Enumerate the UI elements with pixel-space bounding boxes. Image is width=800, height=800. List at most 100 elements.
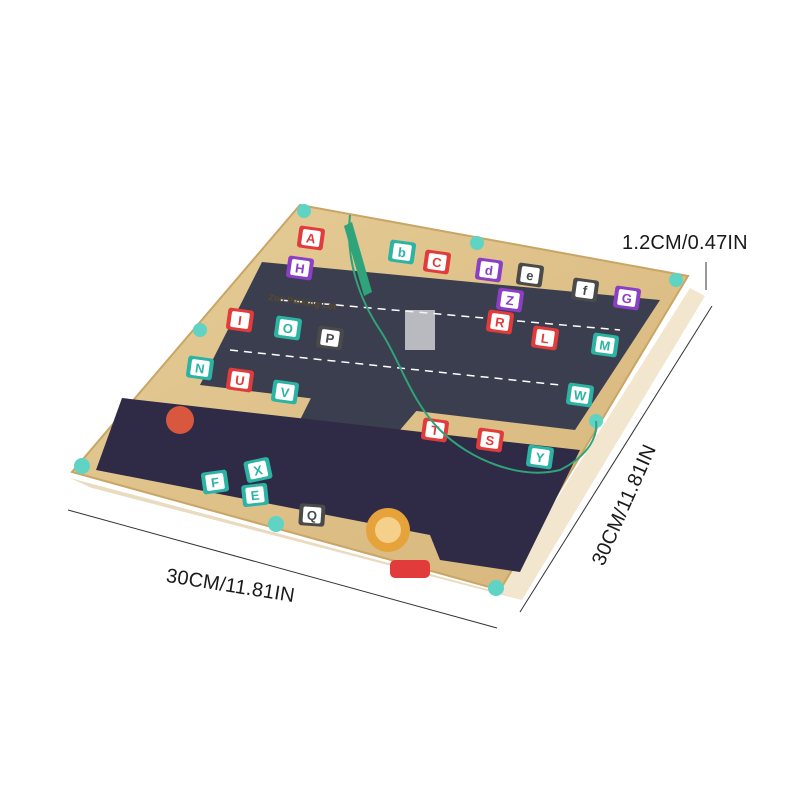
lion-face — [375, 517, 401, 543]
parked-tile-face — [570, 386, 590, 404]
parked-tile-letter: b — [397, 245, 407, 261]
parked-tile[interactable]: W — [565, 382, 595, 408]
parked-tile[interactable]: I — [225, 307, 255, 333]
corner-peg[interactable] — [297, 204, 311, 218]
parked-tile-face — [392, 243, 412, 261]
parked-tile[interactable]: L — [530, 325, 560, 351]
parked-tile[interactable]: M — [590, 332, 620, 358]
parked-tile[interactable]: f — [570, 277, 600, 303]
loose-tiles: F XE Q — [200, 457, 326, 527]
pen-string — [348, 214, 598, 474]
parked-tile-face — [275, 383, 295, 401]
parked-tile-letter: N — [194, 360, 205, 376]
parked-tile[interactable]: G — [612, 285, 642, 311]
crosswalk — [405, 310, 435, 350]
parked-tile-letter: U — [234, 372, 245, 388]
parked-tile[interactable]: U — [225, 367, 255, 393]
parked-tile[interactable]: P — [315, 325, 345, 351]
parked-tile[interactable]: d — [474, 257, 504, 283]
road-markings — [279, 299, 621, 331]
parked-tile-face — [595, 336, 615, 354]
parked-tile-letter: e — [525, 268, 534, 284]
parked-tile-face — [278, 319, 298, 337]
corner-peg[interactable] — [268, 516, 284, 532]
parked-tile-letter: d — [484, 263, 494, 279]
parked-tile[interactable]: Z — [495, 287, 525, 313]
parked-tile-face — [490, 313, 510, 331]
parked-tile-letter: O — [282, 320, 294, 336]
loose-tile-letter: F — [210, 475, 220, 491]
parked-tile-face — [427, 253, 447, 271]
monkey-icon — [166, 406, 194, 434]
parked-tile[interactable]: C — [422, 249, 452, 275]
parked-tile-face — [480, 431, 500, 449]
loose-tile-face — [245, 486, 265, 504]
parked-tile-letter: R — [494, 314, 506, 330]
parked-tile-letter: L — [540, 331, 550, 347]
parked-tile-face — [301, 229, 321, 247]
chalkboard — [96, 398, 580, 572]
loose-tile[interactable]: F — [200, 469, 230, 495]
parked-tile-letter: Z — [505, 293, 515, 309]
parked-tile-face — [500, 291, 520, 309]
parked-tile-letter: V — [280, 384, 291, 400]
magnetic-pen[interactable] — [344, 222, 372, 296]
loose-tile-face — [302, 506, 322, 524]
parked-tile[interactable]: H — [285, 255, 315, 281]
loose-tile[interactable]: E — [241, 482, 269, 508]
parked-tile-letter: I — [237, 313, 243, 328]
parked-tile-letter: A — [305, 230, 317, 246]
loose-tile-face — [247, 460, 269, 480]
parked-tile-face — [190, 359, 210, 377]
corner-peg[interactable] — [470, 236, 484, 250]
parked-tile-face — [575, 281, 595, 299]
parked-tile[interactable]: N — [185, 355, 215, 381]
loose-tile-letter: Q — [306, 508, 317, 524]
parked-tile[interactable]: A — [296, 225, 326, 251]
board-edge-right — [498, 288, 705, 600]
parked-tile-letter: P — [325, 330, 336, 346]
thickness-label: 1.2CM/0.47IN — [622, 232, 748, 254]
parked-tile-face — [230, 371, 250, 389]
parked-tile-face — [617, 289, 637, 307]
loose-tile-letter: E — [250, 488, 261, 504]
corner-peg[interactable] — [193, 323, 207, 337]
parked-tile-letter: C — [431, 254, 443, 270]
loose-tile-letter: X — [252, 462, 264, 479]
parked-tile-face — [479, 261, 499, 279]
parked-tile[interactable]: R — [485, 309, 515, 335]
parked-tile[interactable]: T — [420, 417, 450, 443]
parked-tile-letter: S — [485, 432, 496, 448]
dimension-lines — [67, 262, 713, 629]
parked-tile[interactable]: b — [387, 239, 417, 265]
loose-tile-face — [205, 473, 225, 491]
parked-tile[interactable]: e — [515, 262, 545, 288]
parked-tile[interactable]: S — [475, 427, 505, 453]
parked-tile-letter: M — [599, 337, 612, 353]
parked-tile-letter: T — [430, 423, 440, 439]
parked-tile-letter: H — [294, 260, 305, 276]
parked-tile-face — [230, 311, 250, 329]
car-icon — [390, 560, 430, 578]
road-area-lower — [300, 380, 430, 430]
loose-tile[interactable]: Q — [298, 503, 326, 527]
parked-tile[interactable]: O — [273, 315, 303, 341]
parked-tile-face — [290, 259, 310, 277]
parked-tile-letter: G — [621, 290, 633, 306]
parked-tile-face — [535, 329, 555, 347]
parked-tile[interactable]: V — [270, 379, 300, 405]
parked-tile-letter: f — [582, 283, 589, 299]
corner-peg[interactable] — [74, 458, 90, 474]
parked-tile-face — [425, 421, 445, 439]
parked-tile-face — [320, 329, 340, 347]
loose-tile[interactable]: X — [243, 457, 273, 484]
parked-tile-face — [520, 266, 540, 284]
corner-peg[interactable] — [669, 273, 683, 287]
parked-tile[interactable]: Y — [525, 444, 555, 470]
parked-tile-face — [530, 448, 550, 466]
corner-peg[interactable] — [488, 580, 504, 596]
parked-tile-letter: Y — [535, 449, 546, 465]
parked-tile-letter: W — [573, 387, 588, 404]
